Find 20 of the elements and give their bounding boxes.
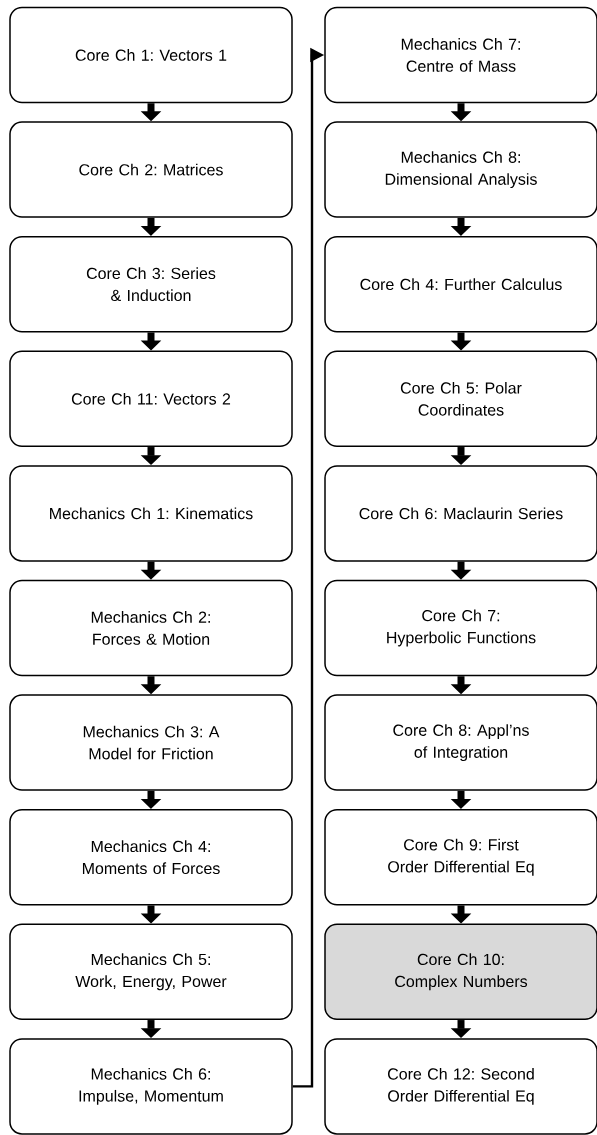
- process-box: Mechanics Ch 6: Impulse, Momentum: [9, 1038, 293, 1135]
- process-box: Mechanics Ch 3: A Model for Friction: [9, 694, 293, 791]
- process-box: Core Ch 6: Maclaurin Series: [324, 465, 597, 562]
- process-box: Core Ch 8: Appl’ns of Integration: [324, 694, 597, 791]
- process-box: Core Ch 10: Complex Numbers: [324, 923, 597, 1021]
- process-box: Core Ch 9: First Order Differential Eq: [324, 808, 597, 906]
- process-box: Mechanics Ch 1: Kinematics: [9, 465, 293, 562]
- process-box: Core Ch 1: Vectors 1: [9, 6, 293, 104]
- process-box: Mechanics Ch 2: Forces & Motion: [9, 579, 293, 677]
- process-box: Core Ch 7: Hyperbolic Functions: [324, 579, 597, 677]
- process-box: Core Ch 2: Matrices: [9, 121, 293, 218]
- process-box: Mechanics Ch 8: Dimensional Analysis: [324, 121, 597, 218]
- process-box: Core Ch 5: Polar Coordinates: [324, 350, 597, 448]
- process-box: Mechanics Ch 7: Centre of Mass: [324, 6, 597, 104]
- process-box: Mechanics Ch 4: Moments of Forces: [9, 808, 293, 906]
- process-box: Core Ch 11: Vectors 2: [9, 350, 293, 448]
- process-box: Core Ch 12: Second Order Differential Eq: [324, 1038, 597, 1135]
- process-box: Core Ch 3: Series & Induction: [9, 235, 293, 333]
- process-box: Mechanics Ch 5: Work, Energy, Power: [9, 923, 293, 1021]
- process-box: Core Ch 4: Further Calculus: [324, 235, 597, 333]
